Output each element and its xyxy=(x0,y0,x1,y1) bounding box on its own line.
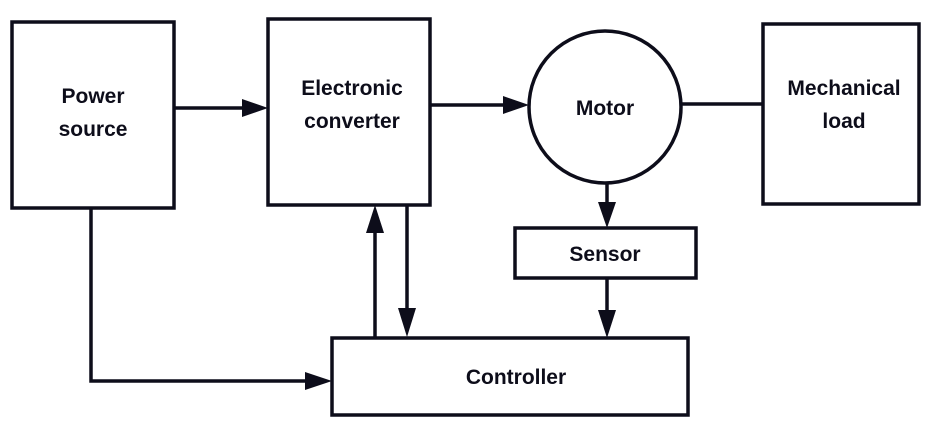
sensor-label: Sensor xyxy=(569,243,640,266)
motor-block: Motor xyxy=(527,29,683,185)
arrow-sensor-to-controller xyxy=(598,278,616,338)
mechanical-load-label-line2: load xyxy=(822,110,865,133)
controller-block: Controller xyxy=(330,336,690,417)
arrowhead-icon xyxy=(305,372,332,390)
controller-label: Controller xyxy=(466,366,566,389)
power-source-label-line1: Power xyxy=(61,85,124,108)
mechanical-load-box xyxy=(761,22,921,206)
mechanical-load-block: Mechanical load xyxy=(761,22,921,206)
motor-label: Motor xyxy=(576,97,634,120)
arrowhead-icon xyxy=(503,96,529,114)
arrow-motor-to-sensor xyxy=(598,183,616,228)
arrowhead-icon xyxy=(598,310,616,338)
arrowhead-icon xyxy=(366,205,384,233)
arrowhead-icon xyxy=(242,99,268,117)
motor-circle xyxy=(527,29,683,185)
electronic-converter-label-line1: Electronic xyxy=(301,77,403,100)
arrow-converter-to-controller xyxy=(398,205,416,337)
mechanical-load-label-line1: Mechanical xyxy=(787,77,900,100)
sensor-box xyxy=(513,226,698,280)
arrow-controller-to-converter xyxy=(366,205,384,338)
arrow-converter-to-motor xyxy=(430,96,529,114)
controller-box xyxy=(330,336,690,417)
electronic-converter-box xyxy=(266,17,432,207)
arrowhead-icon xyxy=(598,202,616,228)
power-source-block: Power source xyxy=(10,20,176,210)
electronic-converter-block: Electronic converter xyxy=(266,17,432,207)
arrow-power-to-controller xyxy=(89,208,332,390)
arrowhead-icon xyxy=(398,308,416,337)
sensor-block: Sensor xyxy=(513,226,698,280)
arrow-power-to-converter xyxy=(174,99,268,117)
electronic-converter-label-line2: converter xyxy=(304,110,400,133)
power-source-label-line2: source xyxy=(59,118,128,141)
power-source-box xyxy=(10,20,176,210)
